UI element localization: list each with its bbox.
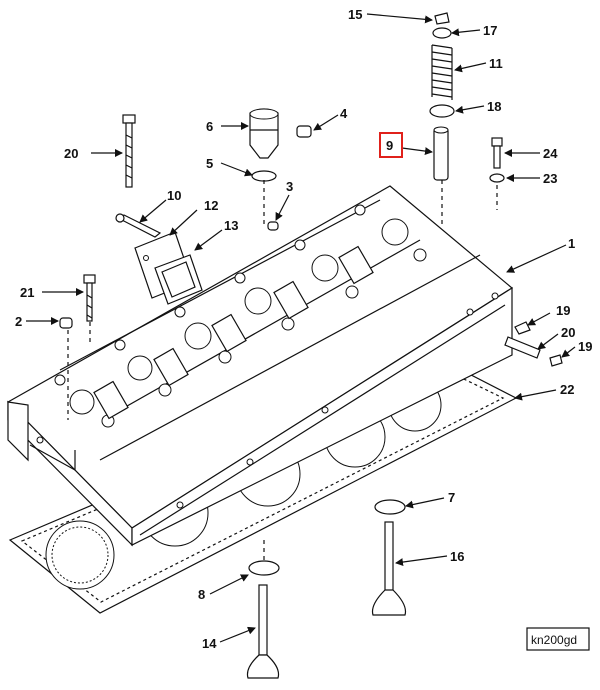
valve-spring bbox=[431, 44, 453, 100]
callout-25: 24 bbox=[543, 146, 558, 161]
dowel-pin bbox=[59, 317, 73, 329]
tube bbox=[504, 336, 541, 359]
callout-3: 3 bbox=[286, 179, 293, 194]
seat-insert-right bbox=[374, 499, 406, 515]
cover-screw bbox=[115, 213, 162, 238]
figure-code: kn200gd bbox=[531, 633, 577, 647]
spring-retainer bbox=[432, 27, 452, 39]
callout-23: 22 bbox=[560, 382, 574, 397]
expansion-plug-upper bbox=[514, 321, 531, 335]
highlight-box bbox=[379, 132, 403, 158]
seat-insert-left bbox=[248, 560, 280, 576]
callout-8: 8 bbox=[198, 587, 205, 602]
leader-lines bbox=[26, 13, 576, 643]
callout-16: 16 bbox=[450, 549, 464, 564]
head-bolt-short bbox=[83, 274, 96, 322]
callout-9: 9 bbox=[386, 138, 393, 153]
callout-18: 18 bbox=[487, 99, 501, 114]
callout-19-lower: 19 bbox=[578, 339, 592, 354]
valve-left bbox=[246, 584, 280, 679]
parts bbox=[59, 12, 563, 679]
cup-plug bbox=[296, 125, 312, 138]
callout-1: 1 bbox=[568, 236, 575, 251]
callout-2: 2 bbox=[15, 314, 22, 329]
spring-seat bbox=[429, 104, 455, 118]
small-plug bbox=[267, 221, 279, 231]
cylinder-head-block bbox=[7, 185, 514, 547]
callout-21: 20 bbox=[64, 146, 78, 161]
callout-11: 11 bbox=[489, 56, 503, 71]
callout-6: 6 bbox=[206, 119, 213, 134]
callout-13: 13 bbox=[224, 218, 238, 233]
callout-19-upper: 19 bbox=[556, 303, 570, 318]
callout-15: 15 bbox=[348, 7, 362, 22]
callout-7: 7 bbox=[448, 490, 455, 505]
head-bolt-long bbox=[122, 114, 136, 188]
callout-12: 12 bbox=[204, 198, 218, 213]
o-ring bbox=[251, 170, 277, 182]
bracket-bolt bbox=[491, 137, 503, 169]
callout-5: 5 bbox=[206, 156, 213, 171]
washer bbox=[489, 173, 505, 183]
valve-right bbox=[371, 521, 407, 616]
callout-24: 23 bbox=[543, 171, 557, 186]
callout-4: 4 bbox=[340, 106, 348, 121]
injector-sleeve bbox=[249, 108, 279, 159]
callout-10: 10 bbox=[167, 188, 181, 203]
figure-code-box: kn200gd bbox=[526, 627, 590, 651]
valve-guide bbox=[433, 126, 449, 181]
callout-17: 17 bbox=[483, 23, 497, 38]
expansion-plug-lower bbox=[549, 354, 563, 367]
callout-14: 14 bbox=[202, 636, 217, 651]
callout-22: 21 bbox=[20, 285, 34, 300]
callout-20: 20 bbox=[561, 325, 575, 340]
cover-gasket bbox=[154, 254, 203, 305]
callout-labels: 15 17 11 18 9 24 23 4 6 5 3 20 10 12 13 … bbox=[15, 7, 592, 651]
valve-keepers bbox=[434, 12, 450, 25]
